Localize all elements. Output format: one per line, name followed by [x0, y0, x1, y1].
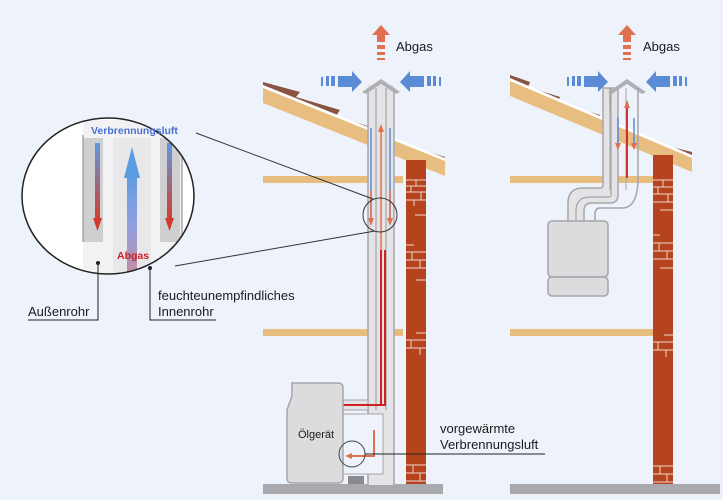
brick-chimney-left: [406, 160, 426, 485]
label-innenrohr-1: feuchteunempfindliches: [158, 288, 295, 303]
gas-boiler: [547, 220, 609, 297]
floor-left: [263, 484, 443, 494]
zoom-detail-ellipse: [21, 117, 195, 275]
roof-left: [263, 82, 445, 176]
oil-boiler-label: Ölgerät: [298, 429, 334, 441]
connector-pipe-left: [342, 250, 386, 484]
air-intake-arrows-left: [321, 71, 441, 92]
floor-right: [510, 484, 720, 494]
label-abgas-zoom: Abgas: [117, 250, 149, 262]
label-innenrohr-2: Innenrohr: [158, 304, 214, 319]
label-vorgewaermt-2: Verbrennungsluft: [440, 437, 539, 452]
beam-middle-right: [510, 329, 655, 336]
roof-right: [510, 75, 692, 172]
flue-pipe-right-outer: [594, 88, 639, 222]
exhaust-arrow-left: [372, 25, 390, 60]
beam-upper-left: [263, 176, 403, 183]
brick-chimney-right: [653, 155, 673, 485]
label-abgas-left: Abgas: [396, 39, 433, 54]
zoom-line-top: [195, 132, 374, 200]
label-aussenrohr: Außenrohr: [28, 304, 90, 319]
oil-boiler: [286, 382, 344, 484]
label-vorgewaermt-1: vorgewärmte: [440, 421, 515, 436]
label-verbrennungsluft-zoom: Verbrennungsluft: [91, 125, 178, 137]
zoom-line-bottom: [174, 230, 376, 267]
beam-middle-left: [263, 329, 403, 336]
detail-circle-pipe: [362, 197, 398, 233]
exhaust-arrow-right: [618, 25, 636, 60]
leader-line-innenrohr: [149, 268, 216, 321]
label-abgas-right: Abgas: [643, 39, 680, 54]
beam-upper-right: [510, 176, 655, 183]
leader-line-aussenrohr: [28, 263, 99, 321]
air-intake-arrows-right: [567, 71, 687, 92]
